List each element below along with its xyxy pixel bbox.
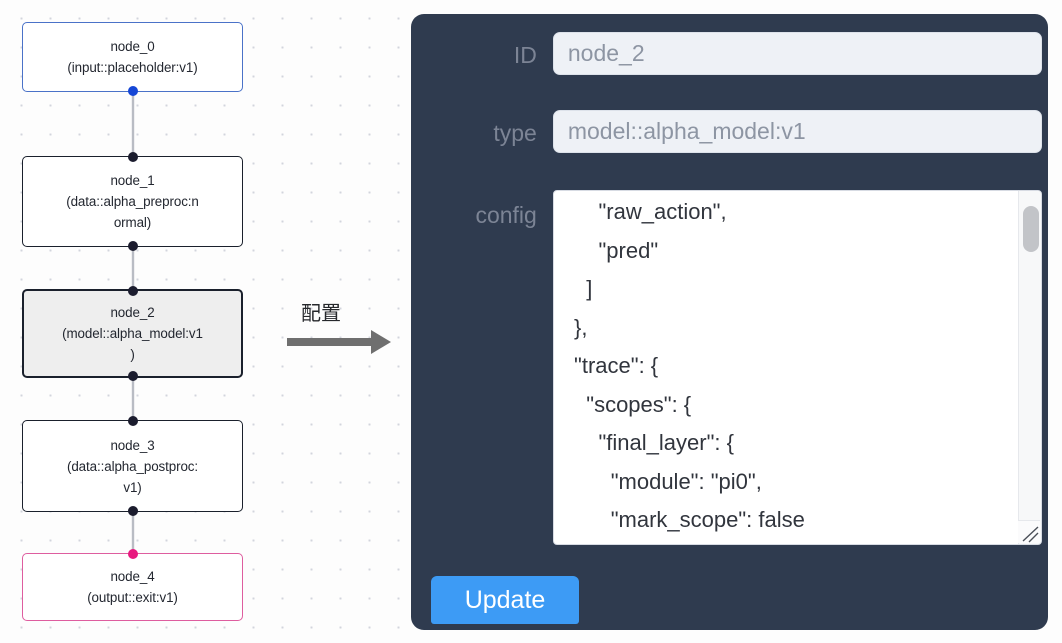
port-in-node_3[interactable]	[127, 416, 138, 426]
id-input[interactable]: node_2	[552, 32, 1042, 75]
edge-layer	[131, 92, 135, 553]
node-title: node_0	[110, 39, 155, 54]
graph-node-node_2[interactable]: node_2 (model::alpha_model:v1 )	[22, 286, 243, 381]
node-config-panel: ID node_2 type model::alpha_model:v1 con…	[411, 14, 1048, 630]
config-textarea-wrapper[interactable]: "raw_action", "pred" ] }, "trace": { "sc…	[552, 190, 1042, 545]
node-subtitle: (data::alpha_postproc: v1)	[66, 458, 199, 495]
textarea-resize-handle[interactable]	[1018, 520, 1040, 543]
arrow-right-icon	[287, 330, 391, 354]
port-out-node_3[interactable]	[127, 506, 138, 516]
config-textarea[interactable]: "raw_action", "pred" ] }, "trace": { "sc…	[574, 199, 805, 532]
node-subtitle: (output::exit:v1)	[87, 590, 178, 605]
graph-node-node_0[interactable]: node_0 (input::placeholder:v1)	[22, 22, 243, 96]
update-button[interactable]: Update	[431, 576, 579, 624]
node-title: node_3	[110, 437, 155, 453]
graph-node-node_3[interactable]: node_3 (data::alpha_postproc: v1)	[22, 416, 243, 516]
node-subtitle: (input::placeholder:v1)	[67, 60, 198, 75]
field-row-id: ID node_2	[482, 32, 1042, 75]
type-label: type	[493, 120, 537, 146]
type-input[interactable]: model::alpha_model:v1	[552, 110, 1042, 153]
node-subtitle: (model::alpha_model:v1 )	[62, 326, 203, 362]
config-scrollbar-thumb[interactable]	[1023, 206, 1039, 252]
port-out-node_2[interactable]	[127, 371, 138, 381]
config-scrollbar[interactable]	[1018, 191, 1041, 544]
flow-annotation: 配置	[287, 297, 397, 363]
port-in-node_2[interactable]	[127, 286, 138, 296]
port-in-node_1[interactable]	[127, 152, 138, 162]
id-label: ID	[513, 42, 537, 68]
graph-node-node_1[interactable]: node_1 (data::alpha_preproc:n ormal)	[22, 152, 243, 251]
annotation-label: 配置	[301, 301, 341, 325]
node-title: node_2	[110, 305, 155, 320]
port-in-node_4[interactable]	[127, 549, 138, 559]
port-out-node_0[interactable]	[127, 86, 138, 96]
node-title: node_4	[110, 569, 155, 584]
graph-node-node_4[interactable]: node_4 (output::exit:v1)	[22, 549, 243, 621]
config-label: config	[475, 202, 537, 228]
port-out-node_1[interactable]	[127, 241, 138, 251]
node-subtitle: (data::alpha_preproc:n ormal)	[66, 194, 199, 230]
resize-grip-icon	[1022, 526, 1039, 543]
field-row-type: type model::alpha_model:v1	[439, 110, 1042, 153]
field-row-config: config "raw_action", "pred" ] }, "trace"…	[424, 190, 1042, 545]
node-title: node_1	[110, 173, 155, 188]
